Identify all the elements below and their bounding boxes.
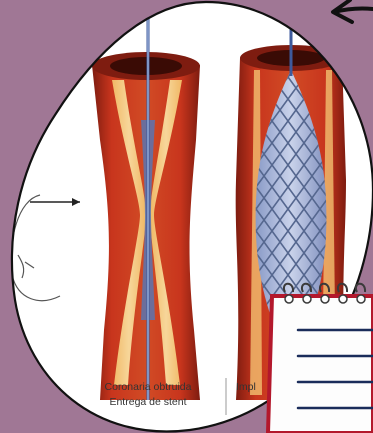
- caption-right-partial: Impl: [236, 381, 256, 393]
- notepad-icon: [268, 284, 373, 433]
- hand-drawn-arrow-icon: [333, 0, 373, 22]
- caption-left-line2: Entrega de stent: [109, 396, 186, 408]
- caption-left-line1: Coronaria obtruida: [105, 381, 192, 393]
- vessel-left: [92, 0, 200, 400]
